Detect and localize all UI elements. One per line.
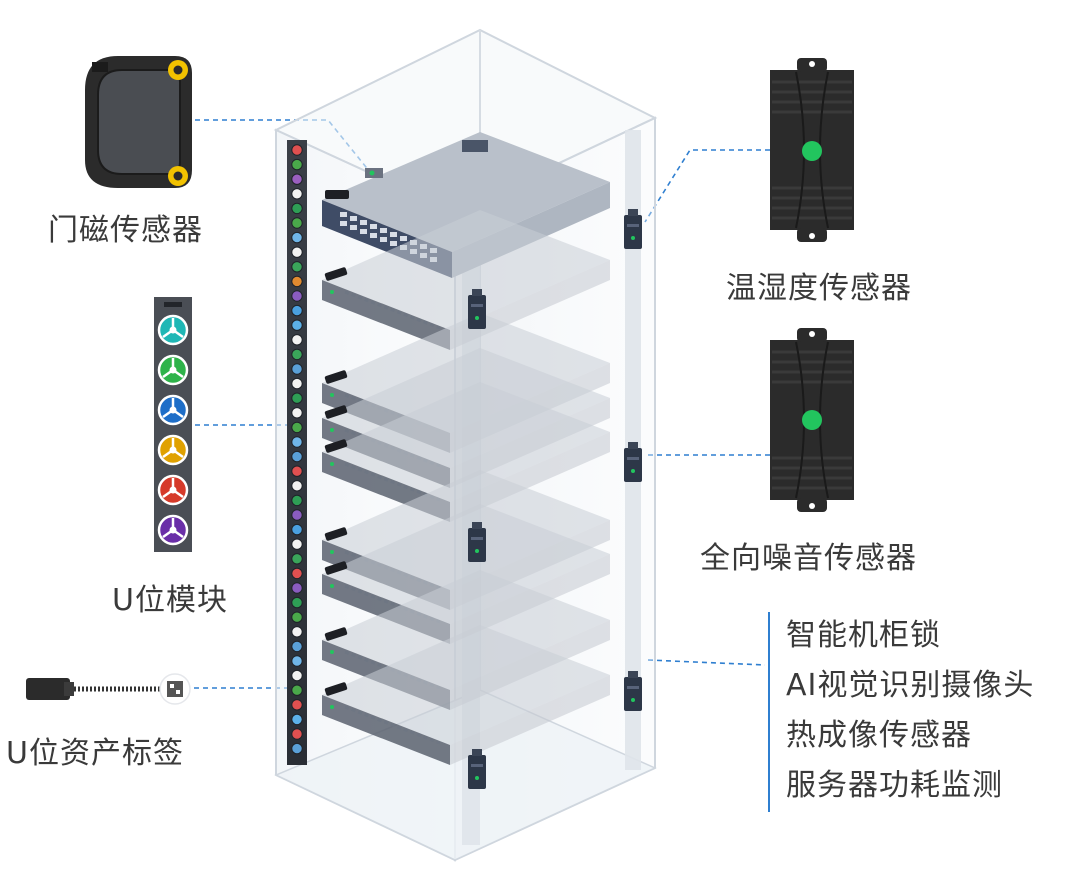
led-dot	[291, 640, 303, 653]
led-dot	[291, 290, 303, 302]
led-dot	[291, 392, 303, 404]
feature-list: 智能机柜锁 AI视觉识别摄像头 热成像传感器 服务器功耗监测	[768, 612, 1034, 812]
led-dot	[291, 553, 303, 565]
led-dot	[291, 480, 303, 492]
label-door-sensor: 门磁传感器	[48, 213, 203, 248]
u-module-slot	[157, 514, 189, 546]
led-dot	[291, 319, 303, 331]
led-dot	[291, 611, 303, 623]
connector-lines	[185, 119, 770, 689]
connector-temp-sensor	[644, 149, 770, 223]
temp-humidity-sensor-device	[770, 58, 854, 242]
led-dot	[291, 626, 303, 638]
u-module-slot	[157, 394, 189, 426]
led-dot	[291, 261, 303, 273]
u-module-slot	[157, 314, 189, 346]
led-dot	[291, 246, 303, 258]
label-u-module: U位模块	[112, 583, 228, 618]
rack-led-dots	[291, 144, 303, 755]
led-dot	[291, 582, 303, 594]
led-dot	[291, 304, 303, 317]
led-dot	[291, 494, 303, 507]
u-module-slot	[157, 474, 189, 506]
led-dot	[291, 742, 303, 755]
led-dot	[291, 713, 303, 726]
led-dot	[291, 377, 303, 390]
led-dot	[291, 421, 303, 434]
feature-item: 服务器功耗监测	[786, 768, 1003, 803]
led-dot	[291, 699, 303, 711]
label-asset-tag: U位资产标签	[6, 736, 184, 771]
led-dot	[291, 655, 303, 667]
u-module-device	[154, 297, 192, 552]
label-temp-humidity-sensor: 温湿度传感器	[726, 271, 912, 306]
led-dot	[291, 158, 303, 171]
label-noise-sensor: 全向噪音传感器	[700, 541, 917, 576]
led-dot	[291, 684, 303, 696]
led-dot	[291, 188, 303, 200]
led-dot	[291, 348, 303, 361]
asset-tag-device	[26, 673, 191, 705]
led-dot	[291, 465, 303, 477]
door-sensor-device	[85, 56, 192, 188]
feature-item: AI视觉识别摄像头	[786, 668, 1035, 703]
noise-sensor-device	[770, 328, 854, 512]
led-dot	[291, 144, 303, 156]
led-dot	[291, 567, 303, 580]
u-module-slot	[157, 354, 189, 386]
led-dot	[291, 728, 303, 740]
led-dot	[291, 334, 303, 346]
led-dot	[291, 538, 303, 550]
led-dot	[291, 363, 303, 375]
led-dot	[291, 669, 303, 682]
led-dot	[291, 407, 303, 419]
u-module-slot	[157, 434, 189, 466]
feature-item: 智能机柜锁	[786, 618, 941, 653]
led-dot	[291, 436, 303, 448]
led-dot	[291, 596, 303, 609]
led-dot	[291, 202, 303, 215]
led-dot	[291, 231, 303, 244]
led-dot	[291, 217, 303, 229]
led-dot	[291, 173, 303, 185]
led-dot	[291, 450, 303, 463]
connector-feature-list	[647, 659, 766, 666]
led-dot	[291, 275, 303, 288]
led-dot	[291, 509, 303, 521]
feature-item: 热成像传感器	[786, 718, 972, 753]
led-dot	[291, 523, 303, 536]
